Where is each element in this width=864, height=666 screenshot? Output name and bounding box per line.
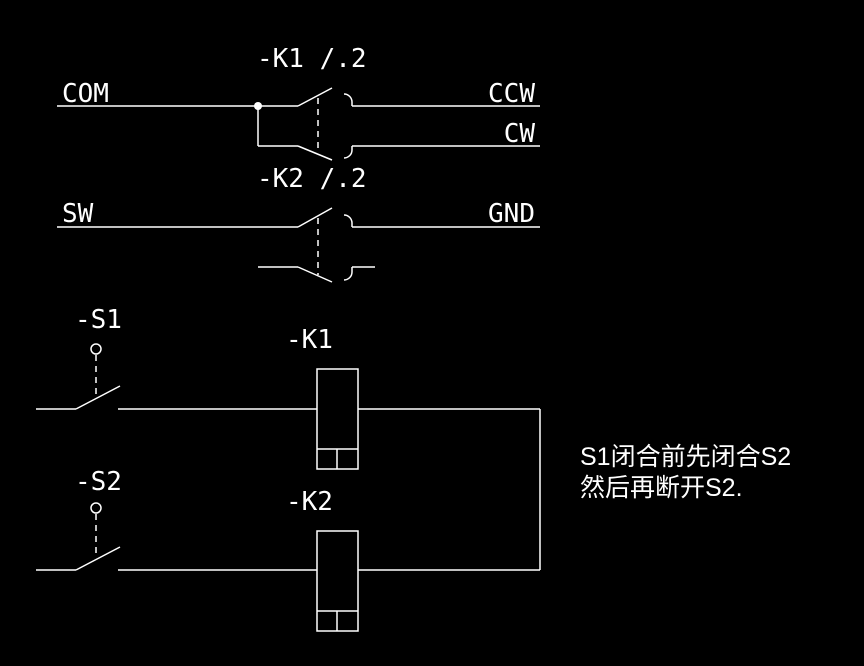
k2-coil-label: -K2: [286, 487, 333, 517]
s1-blade: [75, 385, 121, 410]
s2-actuator: [90, 502, 102, 514]
k1-reference-label: -K1 /.2: [257, 44, 367, 74]
k1-contact-hook-upper: [343, 93, 353, 106]
k1-contact-hook-lower: [343, 146, 353, 159]
s2-switch: [36, 502, 158, 571]
s1-label: -S1: [75, 305, 122, 335]
gnd-label: GND: [488, 199, 535, 229]
s2-label: -S2: [75, 467, 122, 497]
com-label: COM: [62, 79, 109, 109]
k2-reference-label: -K2 /.2: [257, 164, 367, 194]
k2-coil: [158, 530, 540, 632]
k2-contact-hook-lower: [343, 267, 353, 281]
s1-actuator: [90, 343, 102, 355]
note-line-1: S1闭合前先闭合S2: [580, 443, 792, 471]
k2-contact-hook-upper: [343, 214, 353, 227]
note-line-2: 然后再断开S2.: [580, 474, 743, 502]
k2-contact-blade-lower: [297, 266, 333, 283]
k2-contact: [57, 207, 540, 283]
s1-switch: [36, 343, 158, 410]
k1-contact-blade-lower: [297, 145, 333, 161]
ccw-label: CCW: [488, 79, 535, 109]
sw-label: SW: [62, 199, 94, 229]
operation-note: S1闭合前先闭合S2 然后再断开S2.: [580, 442, 791, 504]
cw-label: CW: [504, 119, 536, 149]
s2-blade: [75, 546, 121, 571]
k1-coil-label: -K1: [286, 325, 333, 355]
k1-changeover-contact: [57, 87, 540, 161]
k1-coil: [158, 368, 540, 470]
k2-contact-blade-upper: [297, 207, 333, 228]
k1-contact-blade-upper: [297, 87, 333, 107]
